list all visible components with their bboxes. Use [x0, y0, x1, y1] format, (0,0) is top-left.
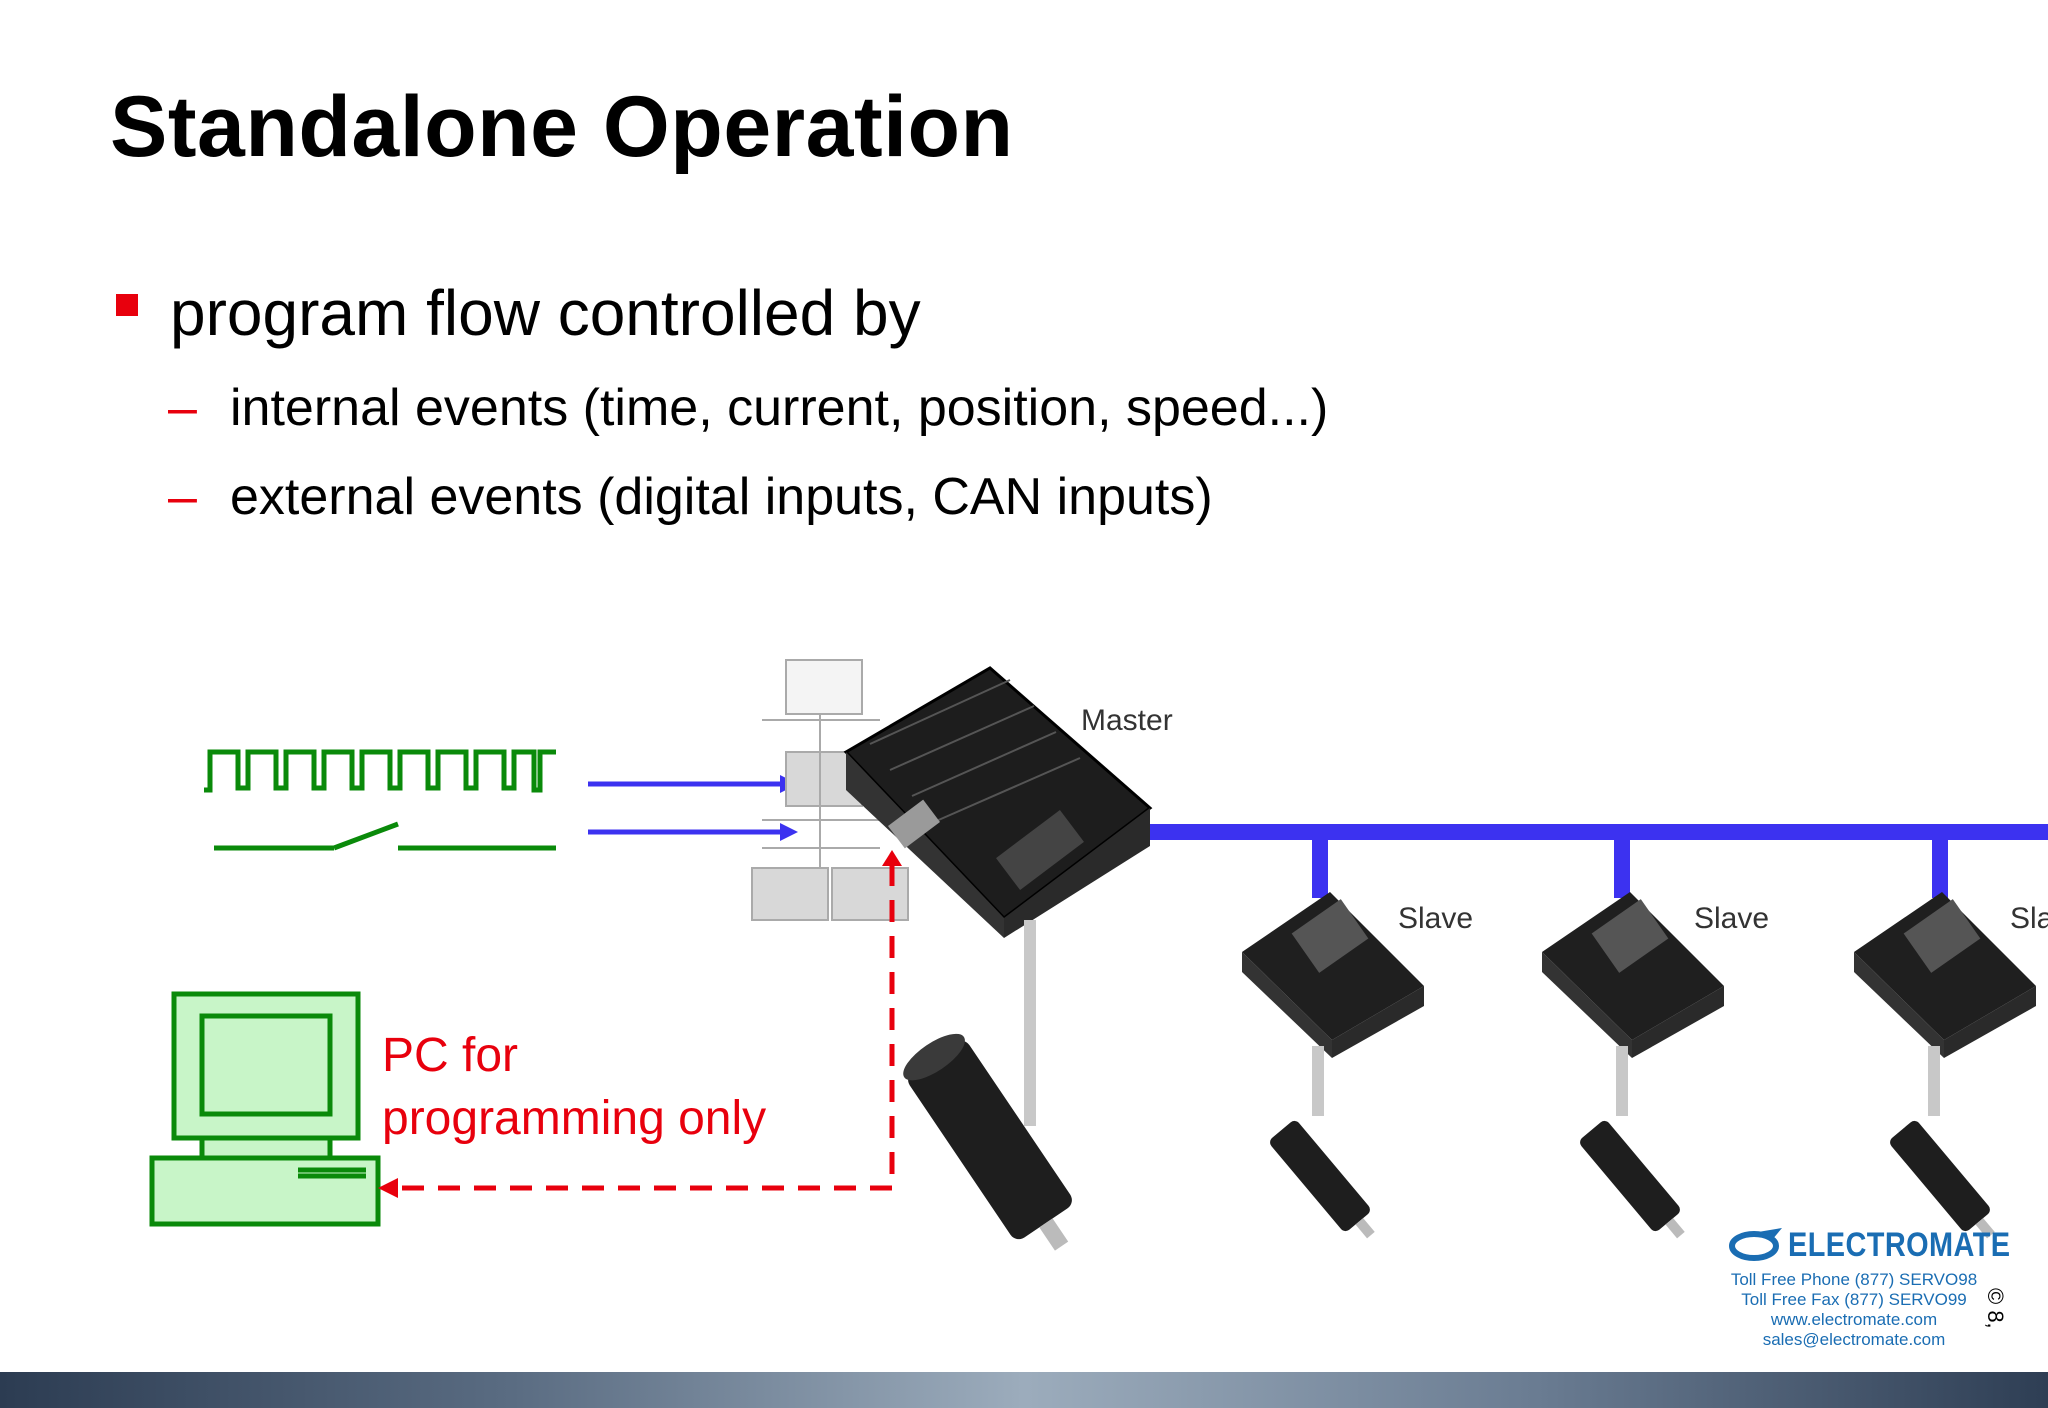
contact-fax: Toll Free Fax (877) SERVO99 [1741, 1290, 1967, 1309]
contact-phone: Toll Free Phone (877) SERVO98 [1730, 1270, 1978, 1289]
sub-bullet-dash: – [168, 379, 197, 437]
pc-label-text: PC for programming only [382, 1029, 767, 1145]
logo-name: ELECTROMATE [1788, 1226, 2011, 1264]
programming-link-arrow [398, 864, 895, 1191]
logo-swoosh-icon [1729, 1228, 1782, 1261]
bottom-bar [0, 1372, 2048, 1408]
pc-computer-icon [149, 991, 381, 1227]
pc-label: PC for programming only [382, 1024, 766, 1150]
bullet-square-icon [116, 294, 138, 316]
slave-motor-icon [1270, 1120, 1375, 1239]
connection-boxes-icon [751, 659, 909, 921]
slave-label: Slave [1398, 902, 1474, 935]
switch-icon [214, 821, 556, 851]
slave-controller-icon [1542, 892, 1724, 1116]
copyright-text: © 8, [1983, 1288, 2008, 1329]
contact-web: www.electromate.com [1770, 1310, 1938, 1329]
slave-motor-icon [1580, 1120, 1685, 1239]
contact-email: sales@electromate.com [1762, 1330, 1946, 1349]
arrow-head-icon [378, 1178, 398, 1198]
master-motor-icon [903, 1033, 1072, 1251]
pulse-signal-icon [204, 749, 556, 793]
slide-title: Standalone Operation [110, 79, 1014, 175]
slave-motor-icon [1890, 1120, 1995, 1239]
slave-controller-icon [1242, 892, 1424, 1116]
slave-controller-icon [1854, 892, 2036, 1116]
bullet-text: program flow controlled by [170, 277, 921, 349]
slave-label: Slave [2010, 902, 2048, 935]
master-label: Master [1081, 704, 1173, 737]
slave-label: Slave [1694, 902, 1770, 935]
system-diagram [149, 659, 2048, 1251]
master-controller-icon [843, 666, 1153, 938]
sub-item-internal-events: internal events (time, current, position… [230, 379, 1329, 437]
can-bus-line [1150, 824, 2048, 898]
sub-item-external-events: external events (digital inputs, CAN inp… [230, 468, 1213, 526]
input-arrow-icon [588, 775, 798, 841]
arrow-head-icon [882, 850, 902, 866]
sub-bullet-dash: – [168, 468, 197, 526]
